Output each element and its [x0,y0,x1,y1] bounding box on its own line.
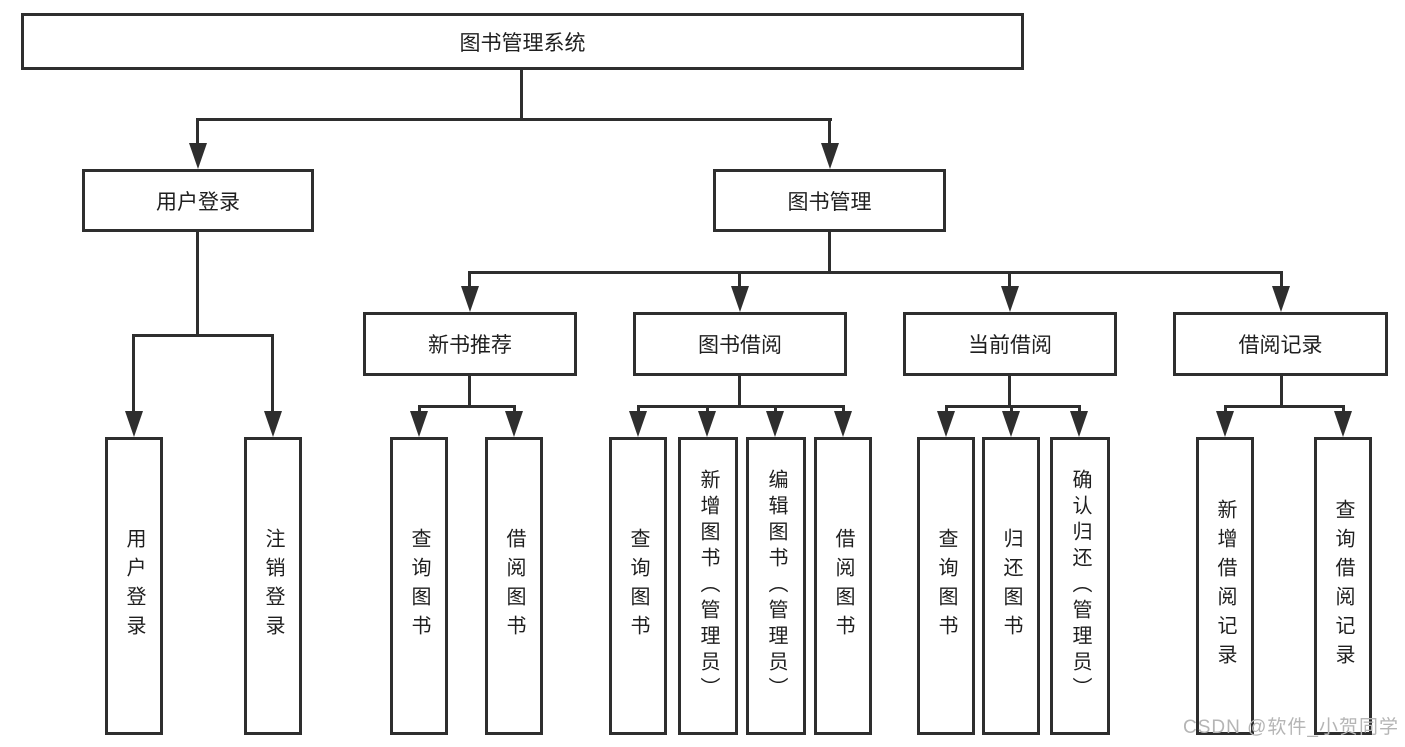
connector-user-login-branch [132,334,274,337]
arrowhead-book-management [821,143,839,169]
connector-new-book-trunk [468,374,471,408]
arrowhead-new-book [461,286,479,312]
leaf-current-return-books: 归还图书 [982,437,1040,735]
csdn-watermark: CSDN @软件_小贺同学 [1183,717,1399,738]
connector-user-login-trunk [196,231,199,336]
connector-current-borrow-trunk [1008,374,1011,408]
leaf-current-query-books: 查询图书 [917,437,975,735]
connector-drop-cb-query [945,405,948,415]
node-new-book-recommend: 新书推荐 [363,312,577,376]
node-user-login-label: 用户登录 [156,190,240,214]
leaf-borrow-edit-books-admin-label: 编辑图书（管理员） [765,469,787,703]
arrowhead-bb-borrow [834,411,852,437]
arrowhead-nb-borrow [505,411,523,437]
arrowhead-leaf-logout [264,411,282,437]
leaf-records-query-record: 查询借阅记录 [1314,437,1372,735]
connector-book-management-branch [468,271,1283,274]
arrowhead-br-query [1334,411,1352,437]
connector-borrow-records-branch [1224,405,1345,408]
node-borrow-records: 借阅记录 [1173,312,1388,376]
connector-borrow-records-trunk [1280,374,1283,408]
connector-drop-current-borrow [1008,271,1011,289]
leaf-user-login-label: 用户登录 [123,528,145,644]
leaf-borrow-query-books-label: 查询图书 [627,528,649,644]
arrowhead-current-borrow [1001,286,1019,312]
connector-book-borrow-trunk [738,374,741,408]
node-root-label: 图书管理系统 [459,31,586,55]
node-new-book-recommend-label: 新书推荐 [428,334,512,357]
connector-drop-leaf-user-login [132,334,135,412]
leaf-borrow-add-books-admin: 新增图书（管理员） [678,437,738,735]
arrowhead-bb-add [698,411,716,437]
leaf-borrow-borrow-books: 借阅图书 [814,437,872,735]
connector-drop-bb-query [637,405,640,415]
arrowhead-leaf-user-login [125,411,143,437]
connector-current-borrow-branch [945,405,1081,408]
connector-new-book-branch [418,405,516,408]
node-book-management: 图书管理 [713,169,946,232]
connector-drop-book-management [828,118,831,148]
connector-drop-br-query [1342,405,1345,415]
arrowhead-borrow-records [1272,286,1290,312]
connector-drop-nb-borrow [513,405,516,415]
arrowhead-br-add [1216,411,1234,437]
node-user-login: 用户登录 [82,169,314,232]
leaf-current-return-books-label: 归还图书 [1000,528,1022,644]
connector-drop-nb-query [418,405,421,415]
connector-drop-bb-edit [774,405,777,415]
leaf-newbook-borrow-books: 借阅图书 [485,437,543,735]
leaf-current-query-books-label: 查询图书 [935,528,957,644]
arrowhead-bb-edit [766,411,784,437]
leaf-borrow-add-books-admin-label: 新增图书（管理员） [697,469,719,703]
leaf-newbook-query-books: 查询图书 [390,437,448,735]
connector-drop-br-add [1224,405,1227,415]
leaf-newbook-borrow-books-label: 借阅图书 [503,528,525,644]
connector-drop-new-book [468,271,471,289]
node-borrow-records-label: 借阅记录 [1238,334,1323,357]
arrowhead-user-login [189,143,207,169]
connector-drop-cb-confirm [1078,405,1081,415]
connector-drop-user-login [196,118,199,148]
node-book-borrow-label: 图书借阅 [698,334,782,357]
leaf-borrow-edit-books-admin: 编辑图书（管理员） [746,437,806,735]
leaf-records-query-record-label: 查询借阅记录 [1332,499,1354,673]
arrowhead-nb-query [410,411,428,437]
connector-book-management-trunk [828,231,831,273]
connector-root-trunk [520,69,523,121]
leaf-logout-label: 注销登录 [262,528,284,644]
node-book-borrow: 图书借阅 [633,312,847,376]
arrowhead-bb-query [629,411,647,437]
leaf-records-add-record-label: 新增借阅记录 [1214,499,1236,673]
leaf-current-confirm-return-admin-label: 确认归还（管理员） [1069,469,1091,703]
leaf-borrow-borrow-books-label: 借阅图书 [832,528,854,644]
leaf-current-confirm-return-admin: 确认归还（管理员） [1050,437,1110,735]
connector-drop-leaf-logout [271,334,274,412]
arrowhead-cb-confirm [1070,411,1088,437]
connector-book-borrow-branch [637,405,845,408]
leaf-logout: 注销登录 [244,437,302,735]
connector-drop-book-borrow [738,271,741,289]
connector-drop-borrow-records [1280,271,1283,289]
node-current-borrow-label: 当前借阅 [968,334,1052,357]
leaf-user-login: 用户登录 [105,437,163,735]
leaf-records-add-record: 新增借阅记录 [1196,437,1254,735]
connector-drop-bb-add [706,405,709,415]
leaf-borrow-query-books: 查询图书 [609,437,667,735]
node-root: 图书管理系统 [21,13,1024,70]
connector-drop-cb-return [1010,405,1013,415]
leaf-newbook-query-books-label: 查询图书 [408,528,430,644]
connector-drop-bb-borrow [842,405,845,415]
connector-root-branch [197,118,832,121]
arrowhead-cb-query [937,411,955,437]
arrowhead-book-borrow [731,286,749,312]
node-book-management-label: 图书管理 [787,190,872,214]
arrowhead-cb-return [1002,411,1020,437]
node-current-borrow: 当前借阅 [903,312,1117,376]
